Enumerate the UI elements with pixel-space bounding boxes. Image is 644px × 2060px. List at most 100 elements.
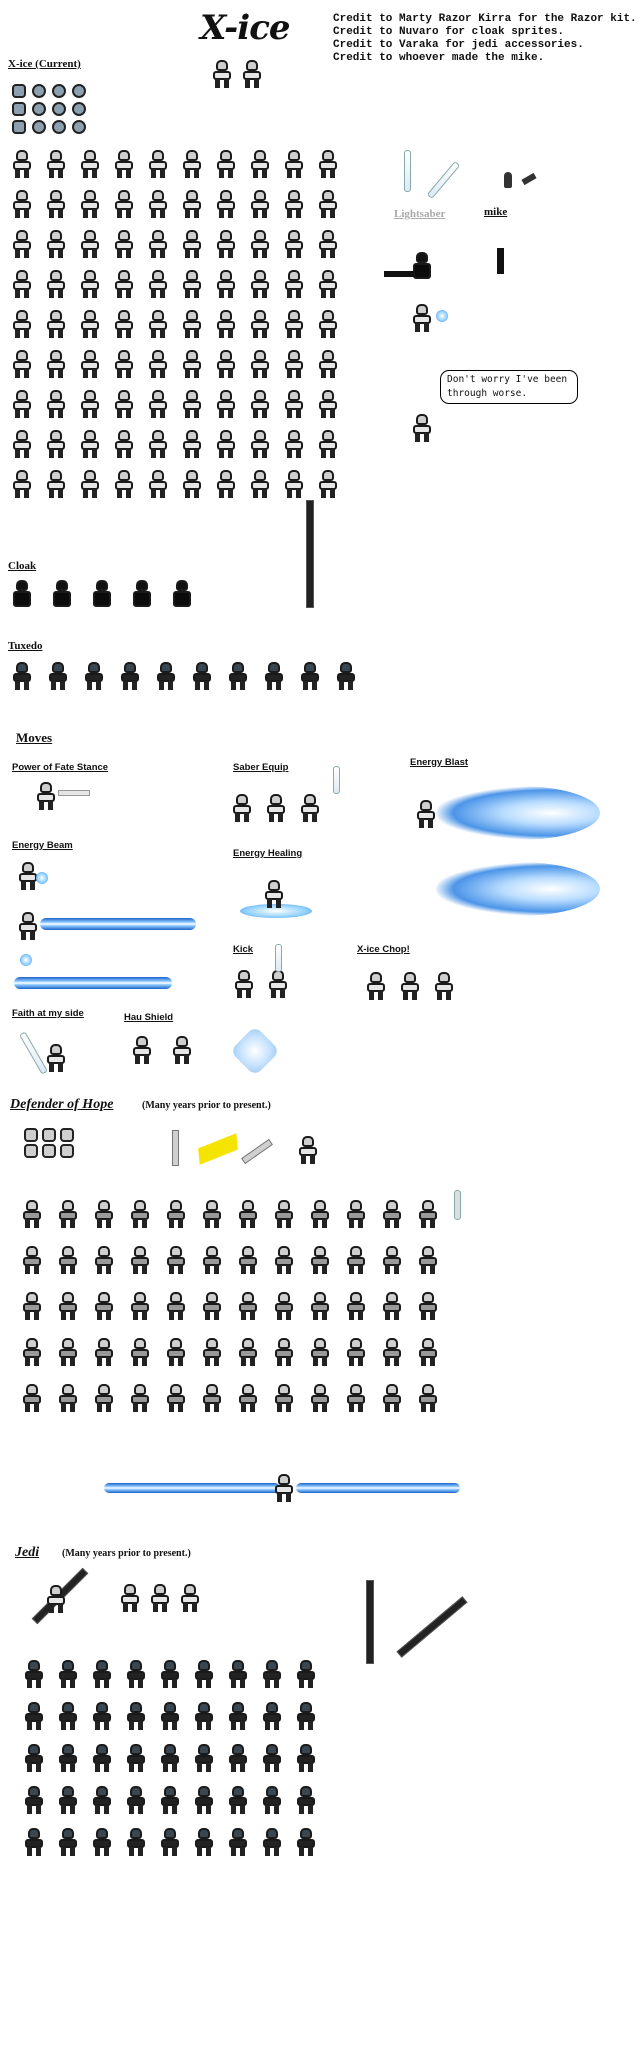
faith-sprite — [44, 1044, 68, 1072]
move-xice-chop-label: X-ice Chop! — [357, 944, 410, 955]
character-sprite — [214, 350, 238, 378]
character-sprite — [10, 390, 34, 418]
head-icon — [12, 84, 26, 98]
sprite-row-jedi-intro — [118, 1584, 218, 1620]
head-icon — [32, 84, 46, 98]
section-moves-title: Moves — [16, 730, 53, 745]
character-sprite — [260, 1786, 284, 1814]
jedi-note: (Many years prior to present.) — [62, 1548, 191, 1559]
orb-pose-sprite — [410, 304, 434, 332]
defender-head-icons — [24, 1128, 104, 1172]
credits-block: Credit to Marty Razor Kirra for the Razo… — [333, 13, 637, 65]
golden-sword-icon — [198, 1133, 238, 1165]
credit-line: Credit to Varaka for jedi accessories. — [333, 39, 584, 51]
character-sprite — [124, 1660, 148, 1688]
saber-equip-blade — [333, 766, 340, 794]
character-sprite — [10, 150, 34, 178]
character-sprite — [78, 310, 102, 338]
character-sprite — [248, 310, 272, 338]
character-sprite — [44, 230, 68, 258]
character-sprite — [380, 1338, 404, 1366]
character-sprite — [282, 230, 306, 258]
character-sprite — [124, 1786, 148, 1814]
character-sprite — [130, 580, 154, 608]
move-energy-healing-label: Energy Healing — [233, 848, 303, 859]
energy-beam-orb — [36, 872, 48, 884]
character-sprite — [260, 1660, 284, 1688]
character-sprite — [56, 1292, 80, 1320]
section-current-title: X-ice (Current) — [8, 58, 81, 70]
character-sprite — [22, 1828, 46, 1856]
character-sprite — [398, 972, 422, 1000]
character-sprite — [180, 230, 204, 258]
sprite-row-tuxedo — [10, 662, 390, 702]
character-sprite — [316, 390, 340, 418]
character-sprite — [282, 310, 306, 338]
speech-bubble: Don't worry I've been through worse. — [440, 370, 578, 404]
sprite-row-cloak — [10, 580, 240, 620]
character-sprite — [112, 430, 136, 458]
head-icon — [42, 1128, 56, 1142]
character-sprite — [92, 1338, 116, 1366]
character-sprite — [56, 1384, 80, 1412]
character-sprite — [124, 1702, 148, 1730]
character-sprite — [248, 230, 272, 258]
sprite-row-xice-chop — [364, 972, 484, 1012]
credit-line: Credit to Marty Razor Kirra for the Razo… — [333, 13, 637, 25]
character-sprite — [214, 470, 238, 498]
character-sprite — [56, 1246, 80, 1274]
character-sprite — [294, 1744, 318, 1772]
power-of-fate-sprite — [34, 782, 58, 810]
character-sprite — [248, 430, 272, 458]
section-tuxedo-title: Tuxedo — [8, 640, 43, 652]
character-sprite — [200, 1384, 224, 1412]
defender-sword — [454, 1190, 461, 1220]
character-sprite — [10, 230, 34, 258]
character-sprite — [316, 150, 340, 178]
head-icon — [42, 1144, 56, 1158]
character-sprite — [416, 1338, 440, 1366]
character-sprite — [128, 1200, 152, 1228]
character-sprite — [316, 270, 340, 298]
character-sprite — [260, 1702, 284, 1730]
head-icon — [32, 120, 46, 134]
character-sprite — [124, 1744, 148, 1772]
character-sprite — [248, 390, 272, 418]
character-sprite — [164, 1338, 188, 1366]
character-sprite — [200, 1246, 224, 1274]
character-sprite — [200, 1338, 224, 1366]
character-sprite — [236, 1384, 260, 1412]
character-sprite — [272, 1246, 296, 1274]
character-sprite — [112, 310, 136, 338]
jedi-pose-sprite — [44, 1585, 68, 1613]
character-sprite — [308, 1246, 332, 1274]
head-icon — [52, 84, 66, 98]
energy-beam-sprite — [16, 912, 40, 940]
character-sprite — [22, 1786, 46, 1814]
sprite-row-hau-shield — [130, 1036, 210, 1076]
character-sprite — [20, 1292, 44, 1320]
character-sprite — [308, 1338, 332, 1366]
character-sprite — [210, 60, 234, 88]
energy-blast-effect — [436, 786, 600, 840]
character-sprite — [282, 350, 306, 378]
character-sprite — [192, 1828, 216, 1856]
character-sprite — [308, 1384, 332, 1412]
character-sprite — [10, 580, 34, 608]
character-sprite — [316, 190, 340, 218]
energy-beam-effect — [40, 918, 196, 930]
character-sprite — [192, 1744, 216, 1772]
character-sprite — [190, 662, 214, 690]
cloak-trail — [384, 271, 414, 277]
power-of-fate-saber — [58, 790, 90, 796]
character-sprite — [22, 1744, 46, 1772]
character-sprite — [112, 390, 136, 418]
staff-weapon — [306, 500, 314, 608]
character-sprite — [200, 1292, 224, 1320]
character-sprite — [90, 580, 114, 608]
character-sprite — [226, 1702, 250, 1730]
character-sprite — [180, 310, 204, 338]
move-power-of-fate-label: Power of Fate Stance — [12, 762, 109, 773]
lightsaber-diagonal — [426, 160, 461, 200]
sprite-grid-jedi — [22, 1660, 342, 1880]
